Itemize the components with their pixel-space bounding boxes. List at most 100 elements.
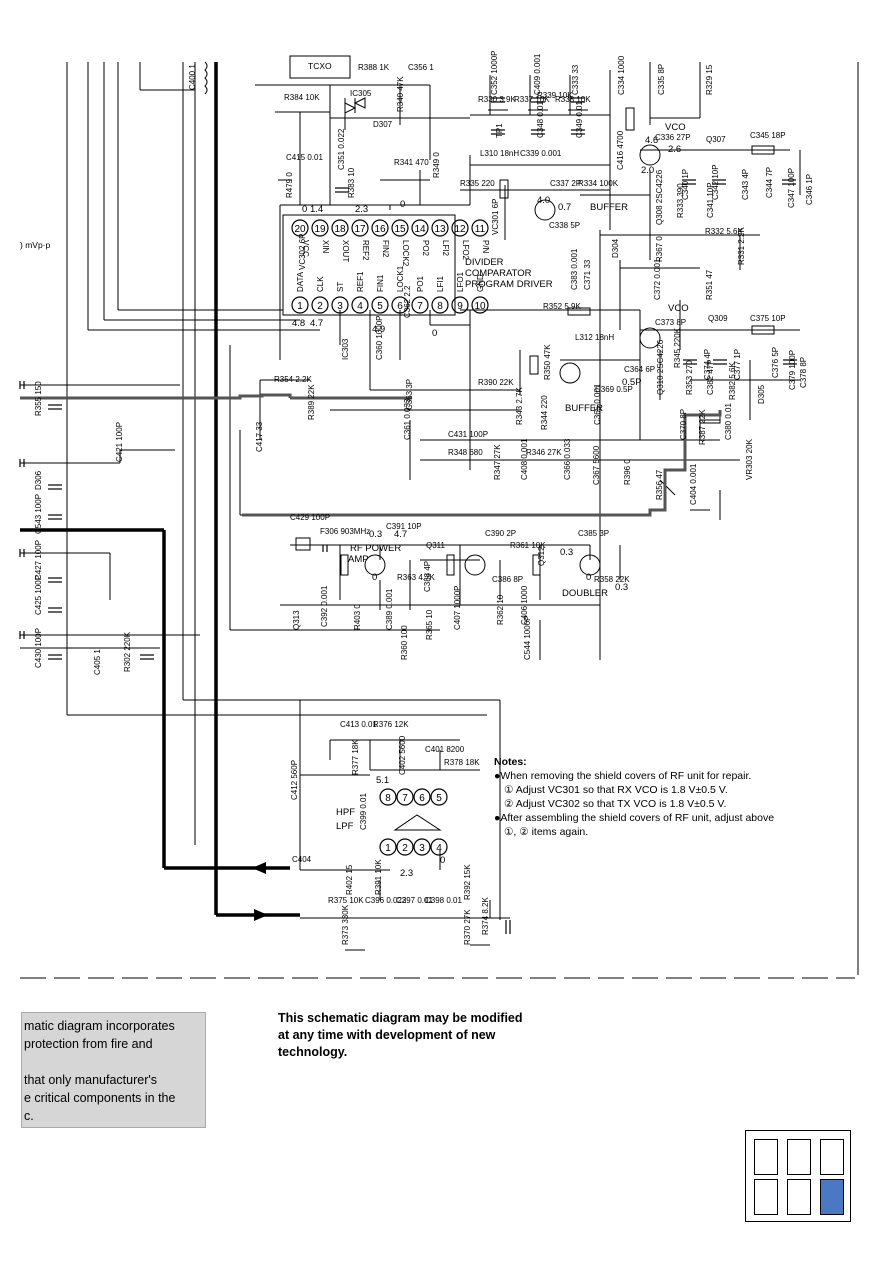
ic-pin-name: FIN2 — [381, 240, 390, 258]
ic-pin-name: ST — [336, 282, 345, 292]
ic-pin-name: REF1 — [356, 271, 365, 292]
page-cell-4[interactable] — [754, 1179, 778, 1215]
page-cell-6[interactable] — [820, 1179, 844, 1215]
component-label: R392 15K — [463, 864, 472, 900]
component-label: C388 4P — [423, 561, 432, 592]
ic-pin-name: LFO2 — [461, 240, 470, 261]
component-label: C333 33 — [571, 64, 580, 95]
ic-pin-number: 13 — [434, 224, 446, 235]
component-label: R331 2.2K — [737, 227, 746, 265]
component-label: R361 10K — [510, 541, 546, 550]
ic-pin-number: 20 — [294, 224, 306, 235]
ic-pin-number: 18 — [334, 224, 346, 235]
component-label: C369 0.5P — [595, 385, 633, 394]
component-label: R403 0 — [353, 604, 362, 630]
component-label: R345 220K — [673, 327, 682, 368]
component-label: C352 1000P — [490, 51, 499, 95]
ic-pin-number: 6 — [397, 301, 403, 312]
ic-pin-name: XOUT — [341, 240, 350, 262]
component-label: IC303 — [341, 338, 350, 360]
component-label: C370 8P — [679, 409, 688, 440]
component-label: C367 5600 — [592, 445, 601, 485]
component-label: R335 220 — [460, 179, 495, 188]
component-label: R388 1K — [358, 63, 390, 72]
hpf-label: HPF — [336, 807, 355, 818]
component-label: C377 1P — [733, 349, 742, 380]
vco1-label: VCO — [665, 122, 686, 133]
component-label: C376 5P — [771, 347, 780, 378]
notes-item-2a: ①, ② items again. — [504, 826, 589, 838]
page-cell-2[interactable] — [787, 1139, 811, 1175]
notes-item-1b: ② Adjust VC302 so that TX VCO is 1.8 V±0… — [504, 798, 727, 810]
component-label: C392 0.001 — [320, 585, 329, 627]
voltage-reading: 0.3 — [615, 582, 628, 593]
page-cell-1[interactable] — [754, 1139, 778, 1175]
ic-pin-number: 7 — [417, 301, 423, 312]
page-cell-5[interactable] — [787, 1179, 811, 1215]
component-label: R340 47K — [396, 76, 405, 112]
component-label: C346 1P — [805, 174, 814, 205]
component-label: C379 100P — [788, 350, 797, 390]
component-label: C391 10P — [386, 522, 422, 531]
component-label: L310 18nH — [480, 149, 519, 158]
notes-item-1a: ① Adjust VC301 so that RX VCO is 1.8 V±0… — [504, 784, 728, 796]
notes-item-1: ●When removing the shield covers of RF u… — [494, 770, 752, 782]
component-label: C378 8P — [799, 357, 808, 388]
component-label: C415 0.01 — [286, 153, 323, 162]
ic-pin-number: 19 — [314, 224, 326, 235]
component-label: C407 1000P — [453, 586, 462, 630]
component-label: R376 12K — [373, 720, 409, 729]
component-label: R387 22K — [698, 409, 707, 445]
component-label: C413 0.01 — [340, 720, 377, 729]
component-label: R365 10 — [425, 609, 434, 640]
component-label: R358 22K — [594, 575, 630, 584]
component-label: C363 3P — [405, 379, 414, 410]
component-label: C361 0.033 — [403, 398, 412, 440]
ic-pin-name: LOCK2 — [401, 240, 410, 267]
component-label: R374 8.2K — [481, 897, 490, 935]
voltage-reading: 0 — [302, 204, 307, 215]
component-label: R356 47 — [655, 469, 664, 500]
notice-line: This schematic diagram may be modified — [278, 1011, 523, 1025]
ic2-pin-number: 6 — [419, 793, 425, 804]
ic-pin-number: 16 — [374, 224, 386, 235]
component-label: R378 18K — [444, 758, 480, 767]
component-label: R360 100 — [400, 625, 409, 660]
component-label: C425 100P — [34, 575, 43, 615]
voltage-reading: 4.8 — [292, 318, 305, 329]
component-label: L307 — [0, 0, 18, 2]
voltage-reading: 2.6 — [668, 144, 681, 155]
ic2-pin-number: 1 — [385, 843, 391, 854]
divider-label-2: COMPARATOR — [465, 268, 532, 279]
voltage-reading: 0.3 — [560, 547, 573, 558]
left-level-label: ) mVp·p — [20, 240, 51, 250]
component-label: C429 100P — [290, 513, 330, 522]
tcxo-label: TCXO — [308, 61, 332, 71]
ic-pin-name: LOCK1 — [396, 265, 405, 292]
component-label: R330 3.9K — [478, 95, 516, 104]
component-label: D306 — [34, 470, 43, 490]
component-label: R384 10K — [284, 93, 320, 102]
component-label: C341 10P — [706, 182, 715, 218]
ic-pin-number: 5 — [377, 301, 383, 312]
component-label: R382 5.6K — [728, 362, 737, 400]
component-label: R337 10K — [514, 95, 550, 104]
ic-pin-number: 3 — [337, 301, 343, 312]
component-label: R383 10 — [347, 167, 356, 198]
modification-notice: This schematic diagram may be modified a… — [278, 1010, 568, 1061]
voltage-reading: 0 — [372, 572, 377, 583]
vco2-label: VCO — [668, 303, 689, 314]
buffer2-label: BUFFER — [565, 403, 603, 414]
ic-pin-name: GND — [476, 274, 485, 292]
component-label: C337 2P — [550, 179, 581, 188]
ic-pin-name: LFI1 — [436, 275, 445, 292]
component-label: C385 3P — [578, 529, 609, 538]
voltage-reading: 0 — [400, 199, 405, 210]
component-label: Q313 — [292, 610, 301, 630]
voltage-reading: 2.3 — [355, 204, 368, 215]
page-cell-3[interactable] — [820, 1139, 844, 1175]
component-label: C336 27P — [655, 133, 691, 142]
notes-panel: Notes: ●When removing the shield covers … — [494, 755, 794, 839]
component-label: Q311 — [426, 541, 446, 550]
